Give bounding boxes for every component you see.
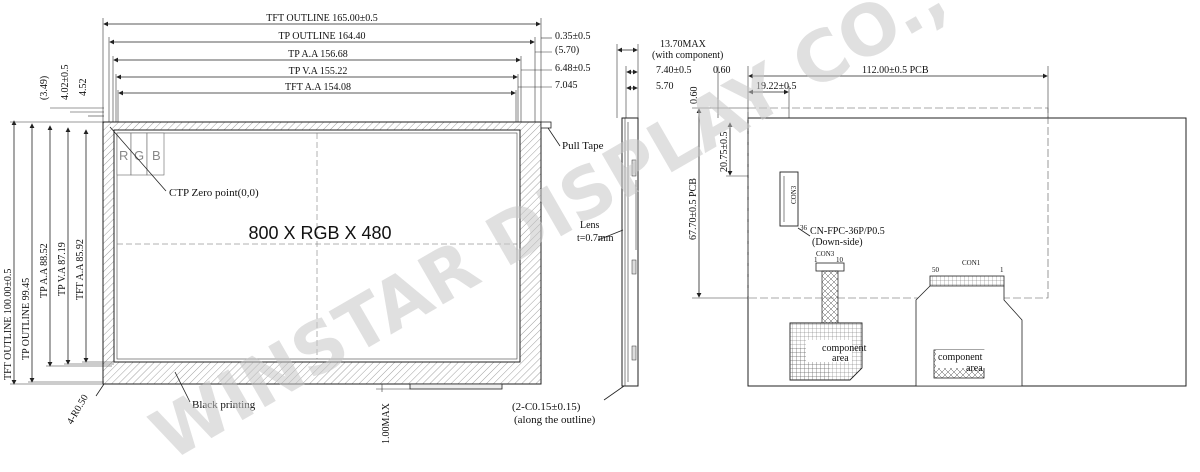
lens-thickness: t=0.7mm — [577, 233, 614, 244]
ctp-zero-point-label: CTP Zero point(0,0) — [169, 187, 259, 199]
corner-radius-label: 4-R0.50 — [65, 393, 91, 427]
resolution-label: 800 X RGB X 480 — [248, 223, 391, 243]
fpc-connector-label: CN-FPC-36P/P0.5 — [810, 226, 885, 237]
con3-vertical-label: CON3 — [790, 185, 798, 204]
area-label-left: area — [832, 353, 849, 364]
back-dim-2075: 20.75±0.5 — [719, 132, 730, 173]
con1-label: CON1 — [962, 259, 981, 267]
dim-035: 0.35±0.5 — [555, 31, 591, 42]
chamfer-label: (2-C0.15±0.15) — [512, 401, 581, 413]
con1-pin-1: 1 — [1000, 266, 1004, 274]
dim-402: 4.02±0.5 — [60, 65, 71, 101]
pcb-height-label: 67.70±0.5 PCB — [688, 178, 699, 240]
lens-label: Lens — [580, 220, 600, 231]
along-outline-label: (along the outline) — [514, 414, 596, 426]
side-with-component: (with component) — [652, 50, 723, 61]
pull-tape-label: Pull Tape — [562, 140, 604, 152]
side-view: 13.70MAX (with component) 7.40±0.5 5.70 … — [512, 39, 723, 426]
pixel-r: R — [119, 148, 128, 163]
con3-pin-10: 10 — [836, 256, 844, 264]
tp-aa-height: TP A.A 88.52 — [39, 243, 50, 298]
component-label-right: component — [938, 352, 983, 363]
tp-outline-width: TP OUTLINE 164.40 — [278, 31, 365, 42]
dim-7045: 7.045 — [555, 80, 578, 91]
tft-outline-width: TFT OUTLINE 165.00±0.5 — [266, 13, 377, 24]
module-side-profile — [621, 117, 639, 387]
fpc-cable — [821, 270, 839, 324]
tft-outline-height: TFT OUTLINE 100.00±0.5 — [3, 269, 14, 380]
con1-connector — [929, 275, 1005, 287]
side-dim-570: 5.70 — [656, 81, 674, 92]
dim-648: 6.48±0.5 — [555, 63, 591, 74]
pixel-g: G — [134, 148, 144, 163]
dim-452: 4.52 — [78, 79, 89, 97]
pull-tape — [540, 121, 552, 129]
side-max-1370: 13.70MAX — [660, 39, 707, 50]
tp-aa-width: TP A.A 156.68 — [288, 49, 348, 60]
area-label-right: area — [966, 363, 983, 374]
dim-349: (3.49) — [39, 76, 50, 100]
tp-va-height: TP V.A 87.19 — [57, 242, 68, 296]
down-side-label: (Down-side) — [812, 237, 863, 248]
pcb-outline — [747, 107, 1049, 299]
black-printing-label: Black printing — [192, 399, 256, 411]
side-dim-740: 7.40±0.5 — [656, 65, 692, 76]
back-dim-060-top: 0.60 — [713, 65, 731, 76]
con1-pin-50: 50 — [932, 266, 940, 274]
back-view: 0.60 112.00±0.5 PCB 19.22±0.5 0.60 67.70… — [688, 65, 1187, 387]
pin-36-label: 36 — [800, 224, 808, 232]
bottom-fpc — [409, 383, 503, 390]
tft-aa-width: TFT A.A 154.08 — [285, 82, 351, 93]
front-view: TFT OUTLINE 165.00±0.5 TP OUTLINE 164.40… — [3, 13, 604, 444]
con3-connector — [815, 262, 845, 272]
dim-570-paren: (5.70) — [555, 45, 579, 56]
tp-outline-height: TP OUTLINE 99.45 — [21, 278, 32, 360]
tp-va-width: TP V.A 155.22 — [289, 66, 348, 77]
component-label-left: component — [822, 343, 867, 354]
back-dim-1922: 19.22±0.5 — [756, 81, 797, 92]
tft-aa-height: TFT A.A 85.92 — [75, 239, 86, 300]
max-100-label: 1.00MAX — [381, 402, 392, 444]
back-dim-060-left: 0.60 — [689, 87, 700, 105]
pixel-b: B — [152, 148, 161, 163]
con3-label: CON3 — [816, 250, 835, 258]
fpc-connector-36p — [779, 171, 799, 227]
con3-pin-1: 1 — [814, 256, 818, 264]
pcb-width-label: 112.00±0.5 PCB — [862, 65, 929, 76]
